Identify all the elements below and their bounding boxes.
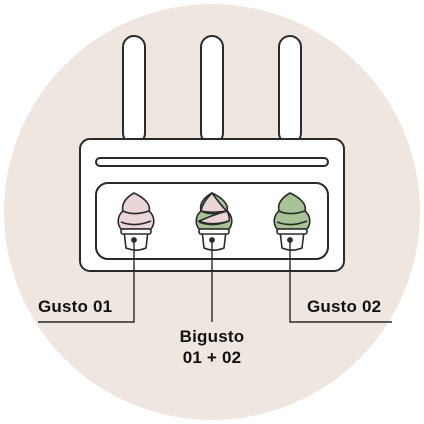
leader-right (287, 237, 392, 323)
label-gusto-02: Gusto 02 (307, 297, 382, 316)
leader-lines (38, 237, 392, 323)
leader-left (38, 237, 137, 323)
top-bar (95, 157, 329, 167)
label-bigusto: Bigusto 01 + 02 (152, 326, 272, 368)
leader-center (209, 237, 215, 322)
cone-gusto-02-icon (273, 192, 311, 252)
label-bigusto-line1: Bigusto (179, 327, 245, 346)
label-gusto-01: Gusto 01 (38, 297, 113, 316)
cone-bigusto-icon (195, 191, 233, 252)
label-bigusto-line2: 01 + 02 (182, 348, 242, 367)
